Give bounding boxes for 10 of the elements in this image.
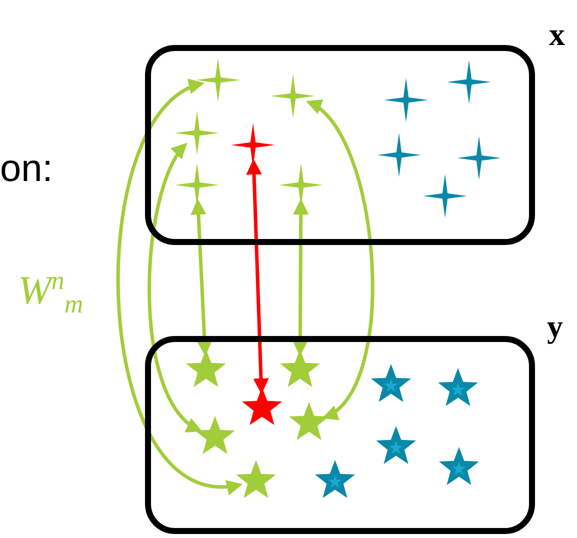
- star-shape: [457, 136, 501, 180]
- star-shape: [384, 78, 428, 122]
- star-shape: [271, 74, 315, 118]
- star-shape: [377, 133, 421, 177]
- set-label: y: [547, 310, 563, 342]
- star-shape: [447, 60, 491, 104]
- star-shape: [423, 174, 467, 218]
- caption-text: on:: [0, 150, 53, 188]
- set-label: x: [549, 18, 565, 50]
- double-arrow: [306, 100, 374, 419]
